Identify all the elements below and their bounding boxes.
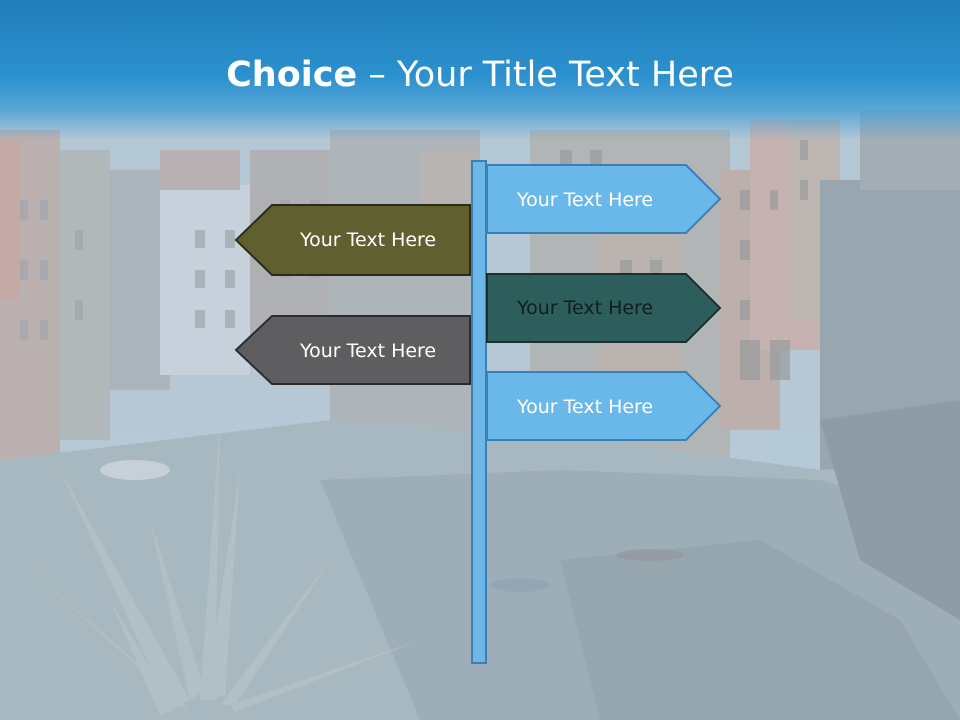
sign-label-5: Your Text Here <box>517 396 654 418</box>
sign-shape <box>486 273 722 343</box>
sign-right-3[interactable] <box>486 371 724 443</box>
sign-label-1: Your Text Here <box>517 189 654 211</box>
sign-label-4: Your Text Here <box>300 340 437 362</box>
slide-title: Choice – Your Title Text Here <box>0 52 960 98</box>
title-rest: – Your Title Text Here <box>357 55 734 95</box>
sign-label-2: Your Text Here <box>300 229 437 251</box>
sign-shape <box>234 204 471 276</box>
title-bold: Choice <box>226 55 358 95</box>
sign-right-2[interactable] <box>486 273 724 345</box>
sign-shape <box>486 164 722 234</box>
sign-label-3: Your Text Here <box>517 297 654 319</box>
sign-left-2[interactable] <box>234 315 472 387</box>
sign-left-1[interactable] <box>234 204 472 277</box>
sign-right-1[interactable] <box>486 164 724 236</box>
sign-shape <box>234 315 471 385</box>
signpost-pole <box>471 160 487 664</box>
title-bar <box>0 0 960 140</box>
sign-shape <box>486 371 722 441</box>
